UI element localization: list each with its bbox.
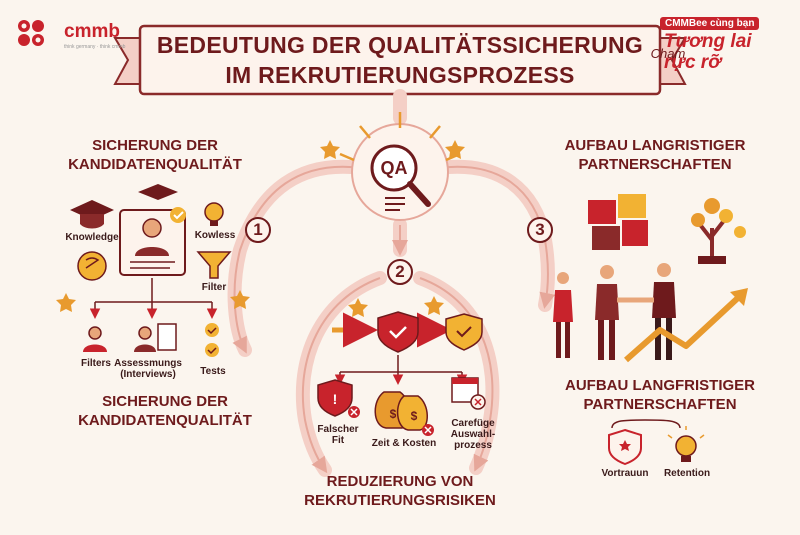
label-falscher-line-1: Falscher [317, 424, 359, 435]
title-line-2: IM REKRUTIERUNGSPROZESS [225, 62, 575, 88]
right-heading-top: AUFBAU LANGRISTIGER PARTNERSCHAFTEN [535, 136, 775, 174]
label-careful-line-1: Carefüge [451, 418, 495, 429]
handshake-people-icon [553, 263, 676, 360]
tests-checklist-icon [205, 323, 219, 357]
label-assessments-line-2: (Interviews) [120, 369, 176, 380]
label-kowless: Kowless [194, 230, 236, 241]
promo-badge: CMMBee cùng bạn [660, 17, 760, 30]
shield-progress-icons [332, 311, 483, 353]
money-bags-icon: $ $ [374, 391, 434, 436]
label-falscher-fit: Falscher Fit [308, 424, 368, 446]
brand-name: cmmb [64, 21, 120, 42]
promo-script: Chạm [650, 46, 686, 61]
left-heading-bottom-line-1: SICHERUNG DER [102, 393, 228, 410]
puzzle-icon [588, 194, 648, 250]
right-heading-bottom-line-1: AUFBAU LANGFRISTIGER [565, 377, 755, 394]
label-tests: Tests [200, 366, 226, 377]
label-falscher-line-2: Fit [331, 435, 345, 446]
left-tree-connector [89, 278, 218, 319]
title-line-1: BEDEUTUNG DER QUALITÄTSSICHERUNG [156, 32, 644, 58]
candidate-profile-icon [119, 207, 186, 276]
graduation-cap-icon [70, 184, 178, 229]
label-assessments: Assessmungs (Interviews) [110, 358, 186, 380]
right-heading-top-line-1: AUFBAU LANGRISTIGER [564, 137, 746, 154]
label-retention: Retention [663, 468, 711, 479]
calendar-search-icon [451, 377, 486, 410]
label-filters: Filters [80, 358, 111, 369]
svg-text:!: ! [333, 391, 338, 407]
middle-heading-line-2: REKRUTIERUNGSRISIKEN [304, 492, 496, 509]
label-vortrauun: Vortrauun [601, 468, 649, 479]
assessment-icon [134, 323, 177, 352]
step-circles [245, 217, 553, 285]
label-assessments-line-1: Assessmungs [114, 358, 182, 369]
label-filter: Filter [201, 282, 227, 293]
left-heading-top-line-2: KANDIDATENQUALITÄT [68, 156, 242, 173]
left-heading-bottom-line-2: KANDIDATENQUALITÄT [78, 412, 252, 429]
step-number-1: 1 [253, 220, 263, 239]
left-heading-top-line-1: SICHERUNG DER [92, 137, 218, 154]
svg-text:$: $ [411, 409, 418, 423]
svg-text:$: $ [390, 407, 397, 421]
filter-funnel-icon [196, 251, 232, 279]
growth-arrow-icon [624, 288, 748, 363]
person-filter-icon [83, 326, 107, 352]
right-heading-bottom-line-2: PARTNERSCHAFTEN [583, 396, 737, 413]
right-heading-bottom: AUFBAU LANGFRISTIGER PARTNERSCHAFTEN [535, 376, 785, 414]
wrong-fit-shield-icon: ! [317, 379, 360, 418]
middle-tree-connector [334, 355, 468, 385]
growth-tree-icon [691, 198, 746, 264]
label-careful-process: Carefüge Auswahl- prozess [440, 418, 506, 451]
right-tree-connector [611, 419, 681, 429]
brand-tagline: think germany · think cmmb [64, 44, 126, 50]
star-icons [56, 140, 465, 317]
right-heading-top-line-2: PARTNERSCHAFTEN [578, 156, 732, 173]
lightbulb-icon [204, 202, 224, 226]
page-title: BEDEUTUNG DER QUALITÄTSSICHERUNG IM REKR… [140, 30, 660, 90]
retention-bulb-icon [667, 426, 705, 462]
promo-headline: Tương lai rực rỡ [664, 31, 752, 73]
left-heading-top: SICHERUNG DER KANDIDATENQUALITÄT [40, 136, 270, 174]
middle-heading-line-1: REDUZIERUNG VON [326, 473, 474, 490]
middle-heading: REDUZIERUNG VON REKRUTIERUNGSRISIKEN [270, 472, 530, 510]
cmmb-logo-icon [18, 20, 44, 46]
brain-icon [77, 251, 107, 281]
promo-line-b: rực rỡ [664, 52, 721, 73]
left-heading-bottom: SICHERUNG DER KANDIDATENQUALITÄT [50, 392, 280, 430]
step-number-2: 2 [395, 262, 405, 281]
label-zeit-kosten: Zeit & Kosten [371, 438, 437, 449]
qa-label: QA [380, 158, 408, 178]
trust-shield-icon [608, 428, 642, 466]
step-number-3: 3 [535, 220, 545, 239]
label-careful-line-2: Auswahl- [450, 429, 496, 440]
label-knowledge: Knowledge [65, 232, 119, 243]
promo-line-a: Tương lai [664, 31, 752, 52]
label-careful-line-3: prozess [454, 440, 492, 451]
qa-magnifier-icon [339, 112, 461, 221]
